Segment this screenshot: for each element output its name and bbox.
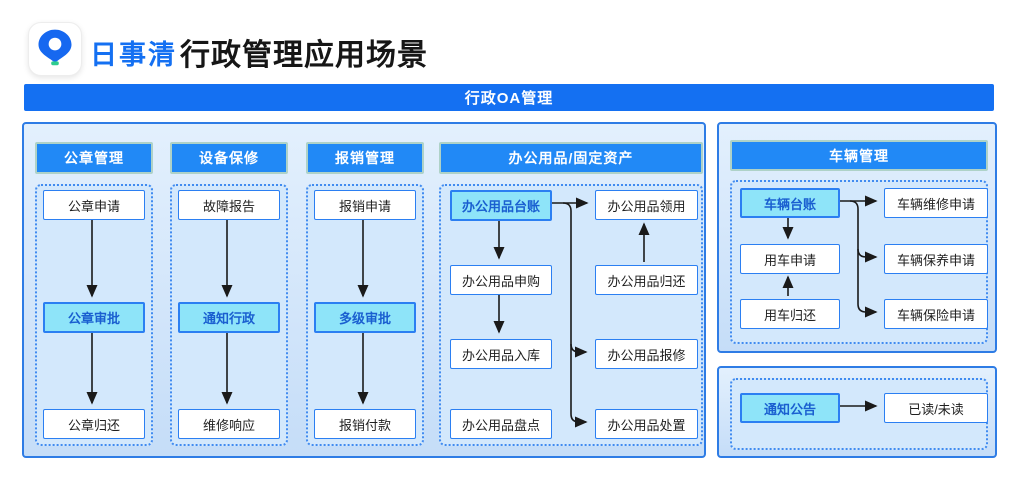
location-pin-icon	[33, 25, 77, 74]
panel-notice: 通知公告 已读/未读	[717, 366, 997, 458]
node-seal-request: 公章申请	[43, 190, 145, 220]
supplies-flow-container	[439, 184, 703, 446]
panel-oa: 公章管理 公章申请 公章审批 公章归还 设备保修 故障报告 通知行政 维修响应 …	[22, 122, 706, 458]
column-header-seal: 公章管理	[35, 142, 153, 174]
node-seal-return: 公章归还	[43, 409, 145, 439]
node-supplies-repair: 办公用品报修	[595, 339, 698, 369]
node-multilevel-approve: 多级审批	[314, 302, 416, 333]
node-seal-approve: 公章审批	[43, 302, 145, 333]
oa-banner: 行政OA管理	[24, 84, 994, 111]
node-vehicle-use-request: 用车申请	[740, 244, 840, 274]
column-header-vehicle: 车辆管理	[730, 140, 988, 171]
node-supplies-claim: 办公用品领用	[595, 190, 698, 220]
node-vehicle-ledger: 车辆台账	[740, 188, 840, 218]
node-fault-report: 故障报告	[178, 190, 280, 220]
node-expense-request: 报销申请	[314, 190, 416, 220]
node-supplies-purchase: 办公用品申购	[450, 265, 552, 295]
node-supplies-disposal: 办公用品处置	[595, 409, 698, 439]
node-vehicle-insurance-request: 车辆保险申请	[884, 299, 988, 329]
node-supplies-inventory: 办公用品盘点	[450, 409, 552, 439]
page-title: 行政管理应用场景	[180, 39, 428, 72]
panel-vehicle: 车辆管理 车辆台账 用车申请 用车归还 车辆维修申请 车辆保养申请 车辆保险申请	[717, 122, 997, 353]
node-vehicle-return: 用车归还	[740, 299, 840, 329]
app-logo	[28, 22, 82, 76]
node-expense-payment: 报销付款	[314, 409, 416, 439]
node-supplies-instock: 办公用品入库	[450, 339, 552, 369]
node-notify-admin: 通知行政	[178, 302, 280, 333]
node-read-unread: 已读/未读	[884, 393, 988, 423]
column-header-device: 设备保修	[170, 142, 288, 174]
node-vehicle-repair-request: 车辆维修申请	[884, 188, 988, 218]
node-vehicle-maintenance-request: 车辆保养申请	[884, 244, 988, 274]
column-header-expense: 报销管理	[306, 142, 424, 174]
node-repair-response: 维修响应	[178, 409, 280, 439]
brand-name: 日事清	[90, 40, 177, 70]
node-notice-announcement: 通知公告	[740, 393, 840, 423]
node-supplies-ledger: 办公用品台账	[450, 190, 552, 221]
node-supplies-return: 办公用品归还	[595, 265, 698, 295]
column-header-supplies: 办公用品/固定资产	[439, 142, 703, 174]
